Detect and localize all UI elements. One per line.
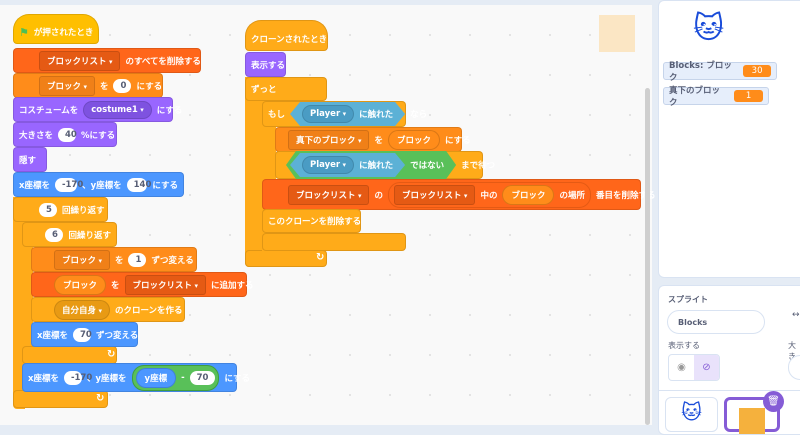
set-below-variable-block[interactable]: 真下のブロックをブロックにする bbox=[275, 127, 471, 152]
set-variable-block[interactable]: ブロックを0にする bbox=[13, 73, 163, 98]
variable-dropdown[interactable]: 真下のブロック bbox=[288, 129, 370, 150]
dx-input[interactable]: 70 bbox=[72, 327, 92, 342]
repeat-inner-bottom[interactable]: ↻ bbox=[22, 346, 117, 364]
delete-this-clone-block[interactable]: このクローンを削除する bbox=[262, 209, 361, 233]
variable-reporter[interactable]: ブロック bbox=[502, 184, 555, 205]
when-flag-clicked-hat[interactable]: ⚑が押されたとき bbox=[13, 14, 99, 44]
cat-sprite-icon: 🐱 bbox=[693, 11, 725, 46]
create-clone-block[interactable]: 自分自身のクローンを作る bbox=[31, 297, 185, 322]
y-input[interactable]: 140 bbox=[126, 177, 151, 192]
workspace-scrollbar[interactable] bbox=[645, 88, 650, 425]
delete-item-of-list-block[interactable]: ブロックリストの ブロックリスト中のブロックの場所 番目を削除する bbox=[262, 179, 656, 210]
x-arrow-icon: ↔ bbox=[792, 310, 800, 320]
sprite-dropdown[interactable]: Player bbox=[302, 156, 354, 174]
x-input[interactable]: -170 bbox=[54, 177, 83, 192]
subtract-input[interactable]: 70 bbox=[189, 370, 216, 385]
x-input[interactable]: -170 bbox=[63, 370, 92, 385]
forever-arm bbox=[245, 77, 263, 267]
visibility-toggle[interactable]: ◉ ⊘ bbox=[668, 354, 720, 381]
change-variable-block[interactable]: ブロックを1ずつ変える bbox=[31, 247, 197, 272]
switch-costume-block[interactable]: コスチュームをcostume1にする bbox=[13, 97, 182, 122]
costume-dropdown[interactable]: costume1 bbox=[83, 100, 152, 119]
forever-block[interactable]: ずっと bbox=[245, 77, 327, 101]
item-number-reporter[interactable]: ブロックリスト中のブロックの場所 bbox=[387, 181, 591, 208]
list-dropdown[interactable]: ブロックリスト bbox=[124, 274, 206, 295]
hide-block[interactable]: 隠す bbox=[13, 147, 47, 172]
variable-reporter[interactable]: ブロック bbox=[387, 129, 440, 150]
if-block[interactable]: もし Playerに触れた なら bbox=[262, 101, 427, 127]
delete-all-of-list-block[interactable]: ブロックリストのすべてを削除する bbox=[13, 48, 201, 73]
repeat-count-input[interactable]: 6 bbox=[45, 227, 64, 242]
list-dropdown[interactable]: ブロックリスト bbox=[39, 50, 121, 71]
delete-sprite-button[interactable]: 🗑 bbox=[763, 391, 784, 412]
hide-eye-icon[interactable]: ⊘ bbox=[694, 355, 719, 380]
touching-sensing[interactable]: Playerに触れた bbox=[290, 102, 405, 126]
when-clone-starts-hat[interactable]: クローンされたとき bbox=[245, 20, 328, 51]
go-to-xy-block-2[interactable]: x座標を-170、y座標を y座標-70 にする bbox=[22, 363, 250, 392]
y-position-reporter[interactable]: y座標 bbox=[135, 367, 177, 388]
sprite-label: スプライト bbox=[668, 295, 708, 304]
loop-arrow-icon: ↻ bbox=[96, 393, 105, 404]
forever-bottom[interactable]: ↻ bbox=[245, 250, 327, 267]
clone-target-dropdown[interactable]: 自分自身 bbox=[54, 299, 110, 320]
show-eye-icon[interactable]: ◉ bbox=[677, 362, 686, 373]
value-input[interactable]: 0 bbox=[113, 78, 132, 93]
list-dropdown[interactable]: ブロックリスト bbox=[288, 184, 370, 205]
change-input[interactable]: 1 bbox=[128, 252, 147, 267]
cat-sprite-icon: 🐱 bbox=[681, 400, 702, 424]
repeat-outer-bottom[interactable]: ↻ bbox=[13, 390, 108, 408]
loop-arrow-icon: ↻ bbox=[316, 252, 325, 263]
variable-reporter[interactable]: ブロック bbox=[54, 274, 107, 295]
subtract-operator[interactable]: y座標-70 bbox=[131, 364, 220, 391]
not-operator[interactable]: Playerに触れた ではない bbox=[286, 151, 456, 179]
variable-dropdown[interactable]: ブロック bbox=[39, 75, 95, 96]
repeat-count-input[interactable]: 5 bbox=[39, 202, 57, 217]
current-sprite-thumbnail bbox=[599, 15, 635, 52]
block-sprite-icon bbox=[739, 408, 765, 434]
size-input[interactable]: 40 bbox=[58, 127, 77, 142]
loop-arrow-icon: ↻ bbox=[107, 349, 116, 360]
if-bottom[interactable] bbox=[262, 233, 406, 251]
repeat-inner-arm bbox=[22, 222, 33, 365]
list-dropdown[interactable]: ブロックリスト bbox=[393, 184, 476, 205]
sprite-name-input[interactable]: Blocks bbox=[667, 310, 765, 334]
sprite-list-divider bbox=[658, 390, 800, 391]
green-flag-icon: ⚑ bbox=[19, 25, 29, 39]
wait-until-block[interactable]: Playerに触れた ではない まで待つ bbox=[275, 151, 495, 179]
add-to-list-block[interactable]: ブロックをブロックリストに追加する bbox=[31, 272, 254, 297]
show-block[interactable]: 表示する bbox=[245, 52, 286, 77]
touching-sensing[interactable]: Playerに触れた bbox=[290, 153, 405, 177]
show-label: 表示する bbox=[668, 341, 700, 350]
variable-dropdown[interactable]: ブロック bbox=[54, 249, 110, 270]
sprite-tile-cat[interactable]: 🐱 bbox=[665, 397, 718, 432]
stage[interactable]: 🐱 bbox=[658, 0, 800, 278]
sprite-dropdown[interactable]: Player bbox=[302, 105, 354, 123]
